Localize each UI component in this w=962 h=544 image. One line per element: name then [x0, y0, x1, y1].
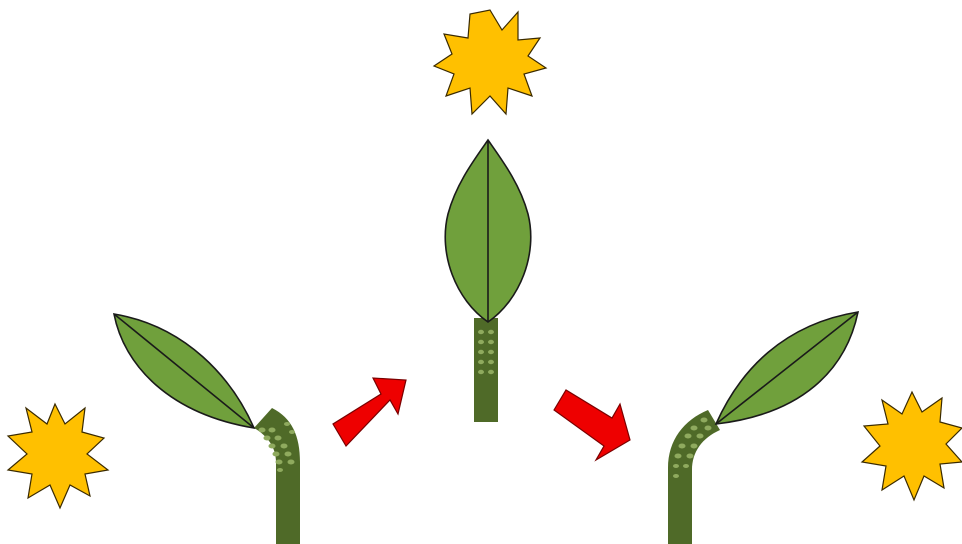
stem-center: [474, 318, 498, 422]
